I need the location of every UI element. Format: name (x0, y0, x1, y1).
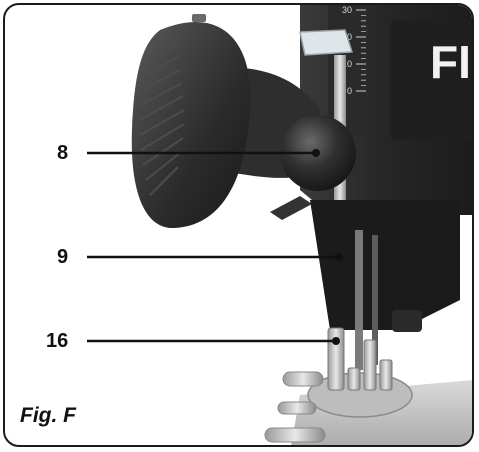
depth-scale-tick-label: 10 (342, 59, 352, 69)
handle-grip-texture (139, 44, 185, 196)
callout-label-8: 8 (57, 142, 69, 164)
guide-rod (355, 230, 363, 370)
callout-label-16: 16 (46, 330, 69, 352)
handle-knob (131, 21, 251, 229)
router-lower-housing (310, 200, 460, 330)
depth-pointer (299, 29, 354, 56)
leader-dot-16 (332, 337, 340, 345)
guide-bars (264, 371, 326, 443)
figure-frame (3, 3, 474, 447)
guide-rod-2 (372, 235, 378, 365)
callout-label-9: 9 (57, 246, 69, 268)
leader-dot-9 (335, 253, 343, 261)
handle-button (192, 14, 206, 22)
housing-panel (390, 20, 472, 140)
figure-caption: Fig. F (20, 404, 76, 427)
depth-scale-tick-label: 0 (347, 86, 352, 96)
callout-leaders (87, 151, 337, 343)
brand-logo: FI (430, 36, 471, 88)
lower-lever (270, 196, 312, 220)
depth-scale (328, 5, 366, 135)
clamp-lever (392, 310, 422, 332)
leader-dot-8 (312, 149, 320, 157)
callout-dots (312, 149, 343, 345)
depth-scale-tick-label: 30 (342, 5, 352, 15)
turret-stop-pins (327, 327, 393, 391)
